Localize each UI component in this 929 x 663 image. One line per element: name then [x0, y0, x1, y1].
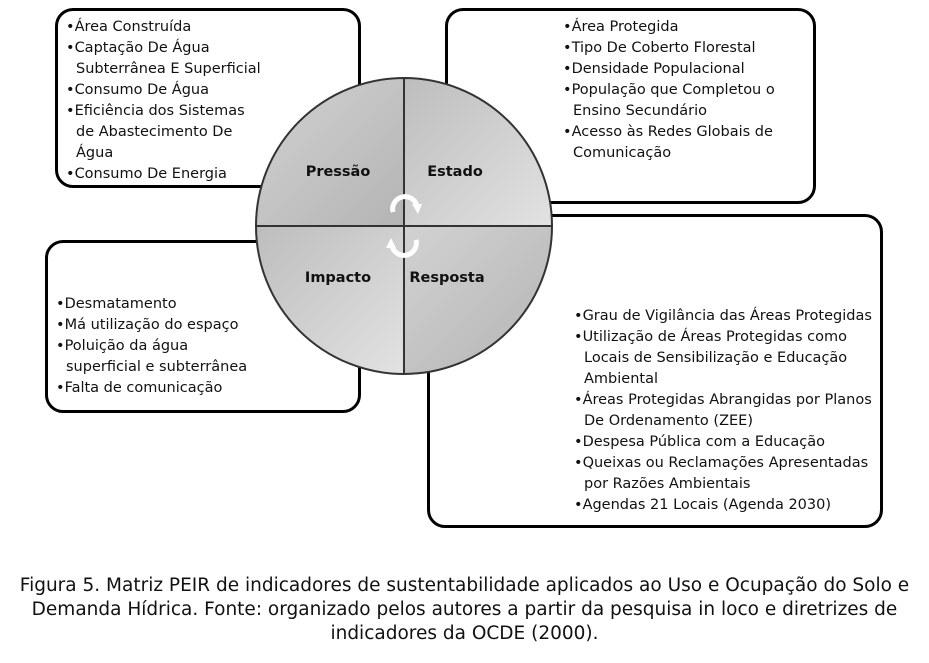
- list-item: Desmatamento: [56, 294, 256, 315]
- resposta-quadrant: [403, 225, 554, 376]
- cycle-arrow-bottom-icon: [386, 238, 419, 258]
- figure-caption: Figura 5. Matriz PEIR de indicadores de …: [19, 575, 910, 644]
- impacto-box: Desmatamento Má utilização do espaço Pol…: [45, 240, 361, 413]
- list-item: Área Protegida: [563, 17, 793, 38]
- pressao-label: Pressão: [306, 164, 371, 180]
- list-item: Consumo De Energia: [66, 164, 266, 185]
- list-item: Utilização de Áreas Protegidas como Loca…: [574, 327, 874, 390]
- list-item: Agendas 21 Locais (Agenda 2030): [574, 495, 874, 516]
- list-item: Má utilização do espaço: [56, 315, 256, 336]
- impacto-label: Impacto: [305, 270, 371, 286]
- resposta-label: Resposta: [409, 270, 484, 286]
- estado-quadrant: [403, 76, 554, 227]
- list-item: Áreas Protegidas Abrangidas por Planos D…: [574, 390, 874, 432]
- estado-label: Estado: [427, 164, 483, 180]
- list-item: População que Completou o Ensino Secundá…: [563, 80, 793, 122]
- pressao-quadrant: [254, 76, 405, 227]
- list-item: Despesa Pública com a Educação: [574, 432, 874, 453]
- list-item: Captação De Água Subterrânea E Superfici…: [66, 38, 266, 80]
- list-item: Tipo De Coberto Florestal: [563, 38, 793, 59]
- list-item: Poluição da água superficial e subterrân…: [56, 336, 256, 378]
- list-item: Área Construída: [66, 17, 266, 38]
- impacto-quadrant: [254, 225, 405, 376]
- list-item: Falta de comunicação: [56, 378, 256, 399]
- list-item: Consumo De Água: [66, 80, 266, 101]
- list-item: Eficiência dos Sistemas de Abastecimento…: [66, 101, 266, 164]
- list-item: Queixas ou Reclamações Apresentadas por …: [574, 453, 874, 495]
- list-item: Acesso às Redes Globais de Comunicação: [563, 122, 793, 164]
- peir-circle: Pressão Estado Impacto Resposta: [254, 76, 554, 376]
- pressao-box: Área Construída Captação De Água Subterr…: [55, 8, 361, 188]
- cycle-arrow-top-icon: [390, 194, 422, 214]
- list-item: Grau de Vigilância das Áreas Protegidas: [574, 306, 874, 327]
- list-item: Densidade Populacional: [563, 59, 793, 80]
